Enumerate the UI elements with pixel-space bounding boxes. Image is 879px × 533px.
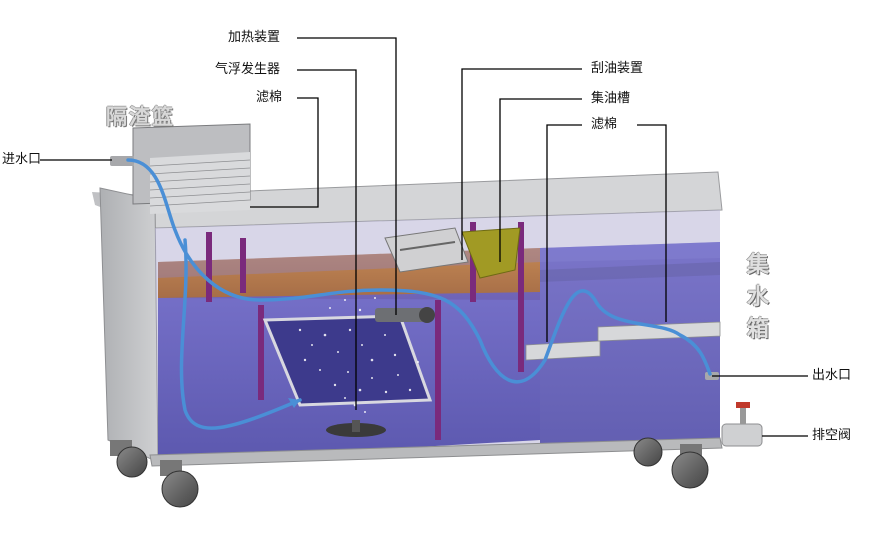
- label-slag-basket: 隔渣篮: [106, 101, 175, 131]
- drain-valve-shape: [722, 402, 762, 446]
- heating-device: [375, 307, 435, 323]
- label-water-tank: 集水箱: [745, 250, 771, 346]
- label-filter-cotton-right: 滤棉: [591, 117, 617, 133]
- label-oil-collection-tank: 集油槽: [591, 91, 630, 107]
- label-water-inlet: 进水口: [2, 152, 41, 168]
- label-water-outlet: 出水口: [812, 368, 851, 384]
- label-filter-cotton-left: 滤棉: [256, 90, 282, 106]
- label-drain-valve: 排空阀: [812, 428, 851, 444]
- label-oil-scraper: 刮油装置: [591, 61, 643, 77]
- label-air-flotation-generator: 气浮发生器: [215, 62, 280, 78]
- label-heating-device: 加热装置: [228, 30, 280, 46]
